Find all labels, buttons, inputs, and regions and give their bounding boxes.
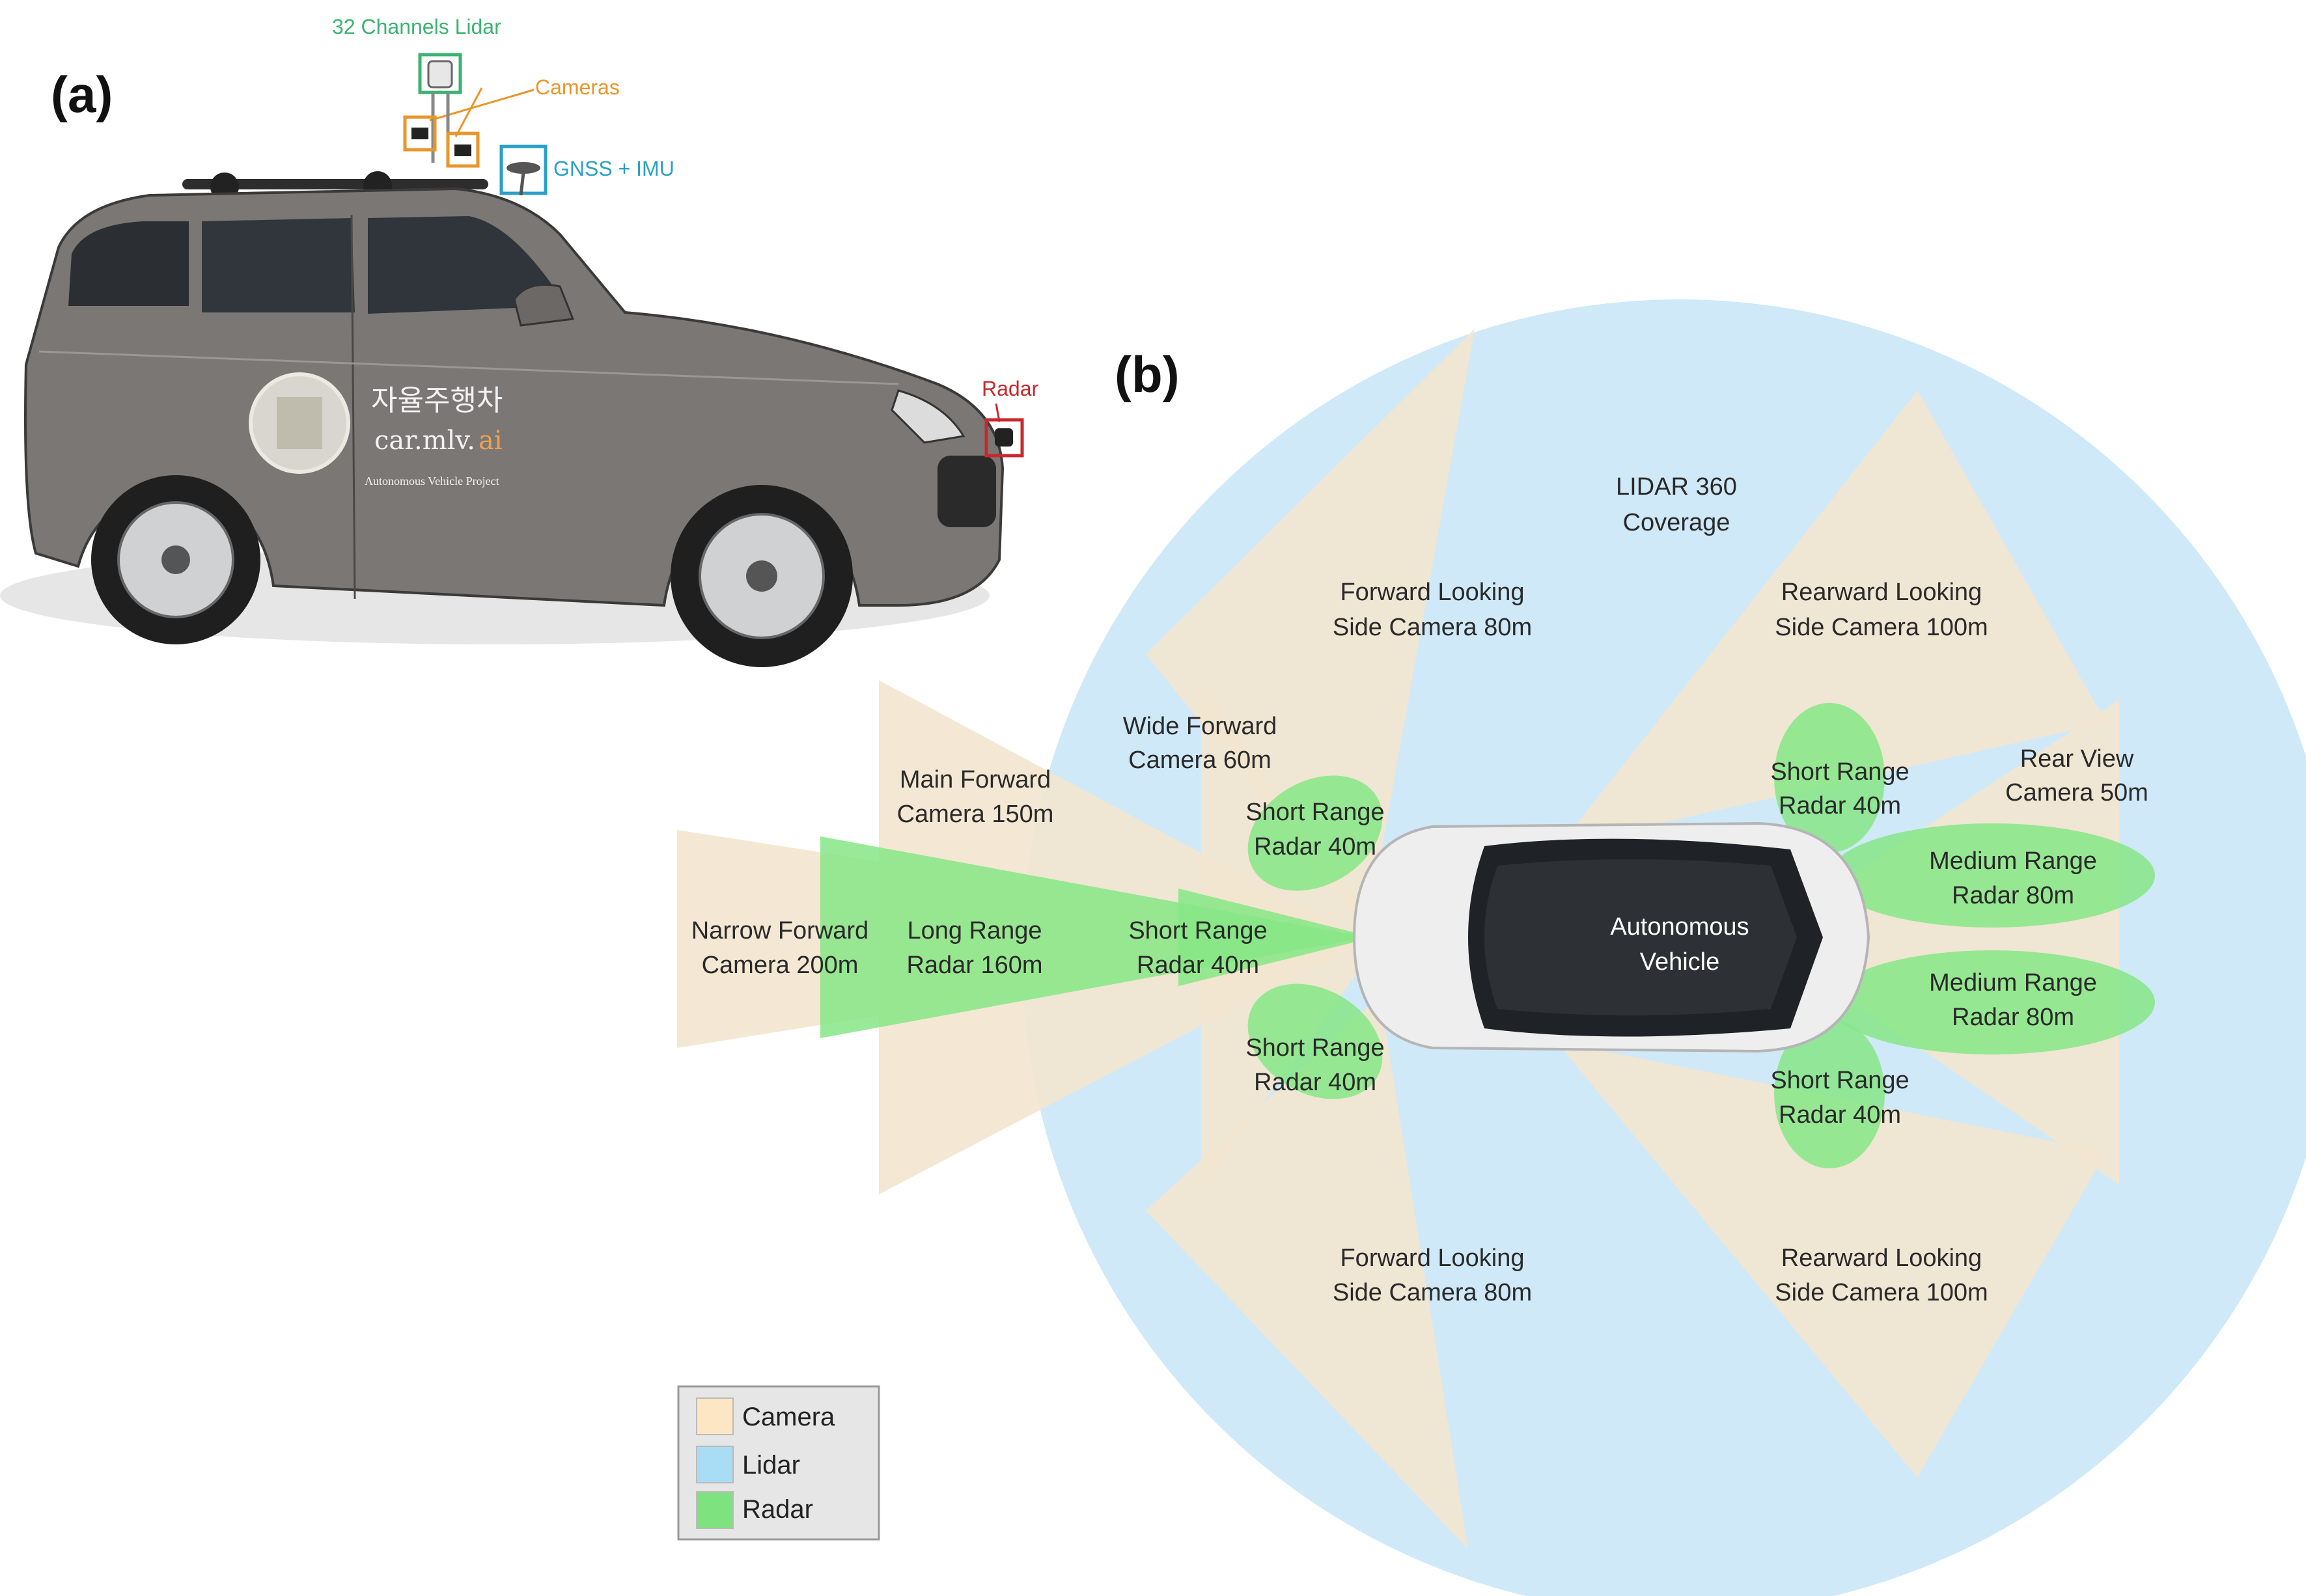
radar-callout: Radar xyxy=(982,377,1039,400)
short-front-bottom-line2: Radar 40m xyxy=(1254,1069,1376,1096)
rear-view-line2: Camera 50m xyxy=(2005,779,2148,806)
short-range-radar-rear-top xyxy=(1774,703,1885,853)
short-front-bottom-line1: Short Range xyxy=(1245,1034,1384,1062)
autonomous-vehicle-topview xyxy=(1352,821,1870,1053)
panel-b: (b) xyxy=(677,299,2306,1596)
legend-lidar-label: Lidar xyxy=(742,1451,800,1479)
rear-view-camera xyxy=(1758,700,2119,1185)
medium-bottom-line2: Radar 80m xyxy=(1952,1004,2074,1031)
panel-a-label: (a) xyxy=(51,66,113,123)
main-forward-line1: Main Forward xyxy=(900,766,1051,793)
cameras-callout: Cameras xyxy=(535,76,620,99)
short-rear-top-line1: Short Range xyxy=(1770,758,1909,786)
camera-sensor-icon xyxy=(403,115,480,168)
narrow-forward-line2: Camera 200m xyxy=(702,952,859,979)
lidar-sensor-icon xyxy=(418,53,462,163)
fwd-side-camera-bottom xyxy=(1146,996,1468,1549)
legend: Camera Lidar Radar xyxy=(677,1385,880,1541)
legend-radar-swatch xyxy=(696,1491,734,1529)
vehicle-line2: Vehicle xyxy=(1640,948,1720,976)
fwd-side-bottom-line2: Side Camera 80m xyxy=(1333,1279,1532,1306)
wide-forward-line1: Wide Forward xyxy=(1123,713,1277,740)
rear-side-camera-top xyxy=(1559,391,2106,846)
rear-side-top-line2: Side Camera 100m xyxy=(1775,614,1988,641)
fwd-side-bottom-line1: Forward Looking xyxy=(1340,1245,1524,1272)
gnss-antenna-icon xyxy=(499,144,548,196)
short-range-radar-front-center xyxy=(1178,888,1374,986)
panel-b-label: (b) xyxy=(1115,346,1180,403)
radar-sensor-icon xyxy=(984,418,1024,458)
legend-radar-label: Radar xyxy=(742,1495,813,1524)
narrow-forward-line1: Narrow Forward xyxy=(691,917,868,944)
short-front-center-line1: Short Range xyxy=(1128,917,1267,944)
short-rear-bottom-line1: Short Range xyxy=(1770,1067,1909,1094)
fwd-side-camera-top xyxy=(1146,329,1475,931)
short-range-radar-rear-bottom xyxy=(1774,1019,1885,1168)
lidar-coverage-line2: Coverage xyxy=(1623,509,1730,536)
short-front-top-line1: Short Range xyxy=(1245,799,1384,826)
fwd-side-top-line1: Forward Looking xyxy=(1340,579,1524,606)
car-project-text: Autonomous Vehicle Project xyxy=(365,475,499,488)
short-front-top-line2: Radar 40m xyxy=(1254,833,1376,860)
long-range-line2: Radar 160m xyxy=(906,952,1042,979)
rear-side-bottom-line1: Rearward Looking xyxy=(1781,1245,1982,1272)
car-site-suffix: ai xyxy=(479,426,503,456)
lidar-coverage-line1: LIDAR 360 xyxy=(1616,473,1737,501)
rear-side-top-line1: Rearward Looking xyxy=(1781,579,1982,606)
short-rear-bottom-line2: Radar 40m xyxy=(1779,1101,1901,1129)
car-photo: 자율주행차 car.mlv. ai Autonomous Vehicle Pro… xyxy=(0,171,1005,667)
car-korean-text: 자율주행차 xyxy=(371,384,503,417)
rear-side-bottom-line2: Side Camera 100m xyxy=(1775,1279,1988,1306)
short-range-radar-front-bottom xyxy=(1247,984,1383,1099)
vehicle-line1: Autonomous xyxy=(1610,913,1749,941)
medium-range-radar-top xyxy=(1829,823,2155,928)
medium-top-line2: Radar 80m xyxy=(1952,882,2074,909)
medium-bottom-line1: Medium Range xyxy=(1929,969,2097,997)
short-front-center-line2: Radar 40m xyxy=(1137,952,1259,979)
lidar-callout: 32 Channels Lidar xyxy=(332,15,501,38)
long-range-radar xyxy=(820,836,1367,1038)
panel-a: (a) 32 Channels Lidar Cameras GNSS + IMU… xyxy=(0,15,1039,667)
legend-camera-swatch xyxy=(696,1397,734,1435)
rear-side-camera-bottom xyxy=(1556,1041,2106,1478)
short-range-radar-front-top xyxy=(1247,775,1383,891)
medium-range-radar-bottom xyxy=(1829,950,2155,1054)
wide-forward-line2: Camera 60m xyxy=(1128,747,1271,774)
long-range-line1: Long Range xyxy=(907,917,1042,944)
legend-lidar-swatch xyxy=(696,1446,734,1483)
short-rear-top-line2: Radar 40m xyxy=(1779,792,1901,819)
fwd-side-top-line2: Side Camera 80m xyxy=(1333,614,1532,641)
gnss-callout: GNSS + IMU xyxy=(553,157,674,180)
car-site-text: car.mlv. xyxy=(374,426,475,456)
medium-top-line1: Medium Range xyxy=(1929,847,2097,875)
rear-view-line1: Rear View xyxy=(2020,745,2134,773)
legend-camera-label: Camera xyxy=(742,1403,835,1431)
main-forward-line2: Camera 150m xyxy=(897,801,1054,828)
